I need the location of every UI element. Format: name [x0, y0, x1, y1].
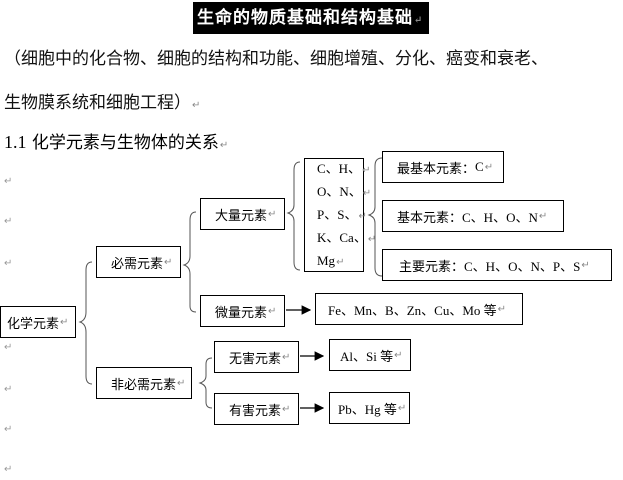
node-harmful-elements: 有害元素↵	[214, 393, 299, 425]
element-text: C、H、	[317, 160, 362, 176]
node-label: 有害元素	[229, 403, 282, 419]
node-basic-elements: 基本元素：C、H、O、N↵	[382, 200, 564, 232]
section-heading: 1.1 化学元素与生物体的关系↵	[4, 128, 228, 153]
paragraph-mark: ↵	[268, 305, 277, 317]
node-label: 微量元素	[215, 305, 268, 321]
node-label: 化学元素	[7, 316, 60, 332]
macro-element-row: K、Ca、↵	[317, 227, 376, 250]
paragraph-mark: ↵	[367, 233, 377, 245]
node-label: 基本元素：	[397, 210, 463, 226]
paragraph-mark: ↵	[4, 216, 13, 227]
node-label: 非必需元素	[111, 377, 177, 393]
macro-element-row: Mg↵	[317, 250, 344, 273]
node-label: 主要元素：	[399, 259, 465, 275]
brace-macro	[286, 161, 301, 271]
paragraph-mark: ↵	[192, 100, 201, 111]
paragraph-mark: ↵	[484, 161, 494, 173]
macro-element-row: P、S、↵	[317, 204, 367, 227]
section-number: 1.1	[4, 132, 27, 152]
node-value: C、H、O、N、P、S	[464, 258, 581, 274]
paragraph-mark: ↵	[4, 342, 13, 353]
node-value: C、H、O、N	[462, 209, 538, 225]
paragraph-mark: ↵	[4, 384, 13, 395]
node-non-essential-elements: 非必需元素↵	[96, 367, 192, 399]
section-title: 化学元素与生物体的关系	[31, 133, 219, 153]
macro-element-list: C、H、↵ O、N、↵ P、S、↵ K、Ca、↵ Mg↵	[304, 158, 376, 273]
paragraph-mark: ↵	[282, 351, 291, 363]
node-value: Fe、Mn、B、Zn、Cu、Mo 等	[328, 302, 497, 318]
intro-line-1: （细胞中的化合物、细胞的结构和功能、细胞增殖、分化、癌变和衰老、	[4, 44, 548, 69]
element-text: Mg	[317, 252, 336, 268]
node-value: Pb、Hg 等	[338, 401, 397, 417]
brace-essential	[182, 211, 197, 313]
node-main-elements: 主要元素：C、H、O、N、P、S↵	[382, 249, 612, 281]
node-most-basic-element: 最基本元素：C↵	[382, 151, 504, 183]
paragraph-mark: ↵	[4, 176, 13, 187]
brace-macro-elements	[367, 157, 383, 277]
paragraph-mark: ↵	[362, 187, 372, 199]
paragraph-mark: ↵	[219, 140, 229, 151]
element-text: P、S、	[317, 206, 358, 222]
document-title: 生命的物质基础和结构基础↵	[193, 2, 429, 34]
paragraph-mark: ↵	[397, 402, 407, 414]
paragraph-mark: ↵	[4, 258, 13, 269]
paragraph-mark: ↵	[4, 424, 13, 435]
node-harmful-element-list: Pb、Hg 等↵	[329, 392, 410, 424]
node-micro-element-list: Fe、Mn、B、Zn、Cu、Mo 等↵	[315, 293, 523, 325]
paragraph-mark: ↵	[60, 316, 69, 328]
element-text: K、Ca、	[317, 229, 367, 245]
paragraph-mark: ↵	[497, 303, 507, 315]
node-macro-elements: 大量元素↵	[200, 198, 285, 230]
node-value: Al、Si 等	[340, 348, 394, 364]
node-value: C	[475, 159, 484, 174]
intro-text-2: 生物膜系统和细胞工程）	[4, 93, 191, 113]
paragraph-mark: ↵	[4, 464, 13, 475]
node-label: 必需元素	[111, 256, 164, 272]
title-text: 生命的物质基础和结构基础	[197, 8, 413, 28]
node-label: 最基本元素：	[397, 161, 476, 177]
paragraph-mark: ↵	[358, 210, 367, 222]
paragraph-mark: ↵	[336, 256, 345, 268]
paragraph-mark: ↵	[362, 164, 371, 176]
node-harmless-element-list: Al、Si 等↵	[329, 339, 411, 371]
paragraph-mark: ↵	[538, 210, 548, 222]
macro-element-row: O、N、↵	[317, 181, 371, 204]
node-essential-elements: 必需元素↵	[96, 246, 181, 278]
paragraph-mark: ↵	[164, 256, 173, 268]
paragraph-mark: ↵	[394, 349, 403, 361]
node-harmless-elements: 无害元素↵	[214, 341, 299, 373]
node-micro-elements: 微量元素↵	[200, 295, 285, 327]
node-label: 大量元素	[215, 208, 268, 224]
intro-line-2: 生物膜系统和细胞工程）↵	[4, 88, 200, 113]
intro-text-1: （细胞中的化合物、细胞的结构和功能、细胞增殖、分化、癌变和衰老、	[4, 49, 548, 69]
paragraph-mark: ↵	[414, 15, 424, 26]
node-label: 无害元素	[229, 351, 282, 367]
brace-root	[78, 261, 93, 385]
paragraph-mark: ↵	[581, 259, 590, 271]
element-text: O、N、	[317, 183, 362, 199]
paragraph-mark: ↵	[282, 403, 291, 415]
paragraph-mark: ↵	[177, 377, 186, 389]
paragraph-mark: ↵	[268, 208, 277, 220]
node-chemical-elements: 化学元素↵	[0, 306, 76, 338]
brace-non-essential	[198, 357, 213, 409]
macro-element-row: C、H、↵	[317, 158, 370, 181]
